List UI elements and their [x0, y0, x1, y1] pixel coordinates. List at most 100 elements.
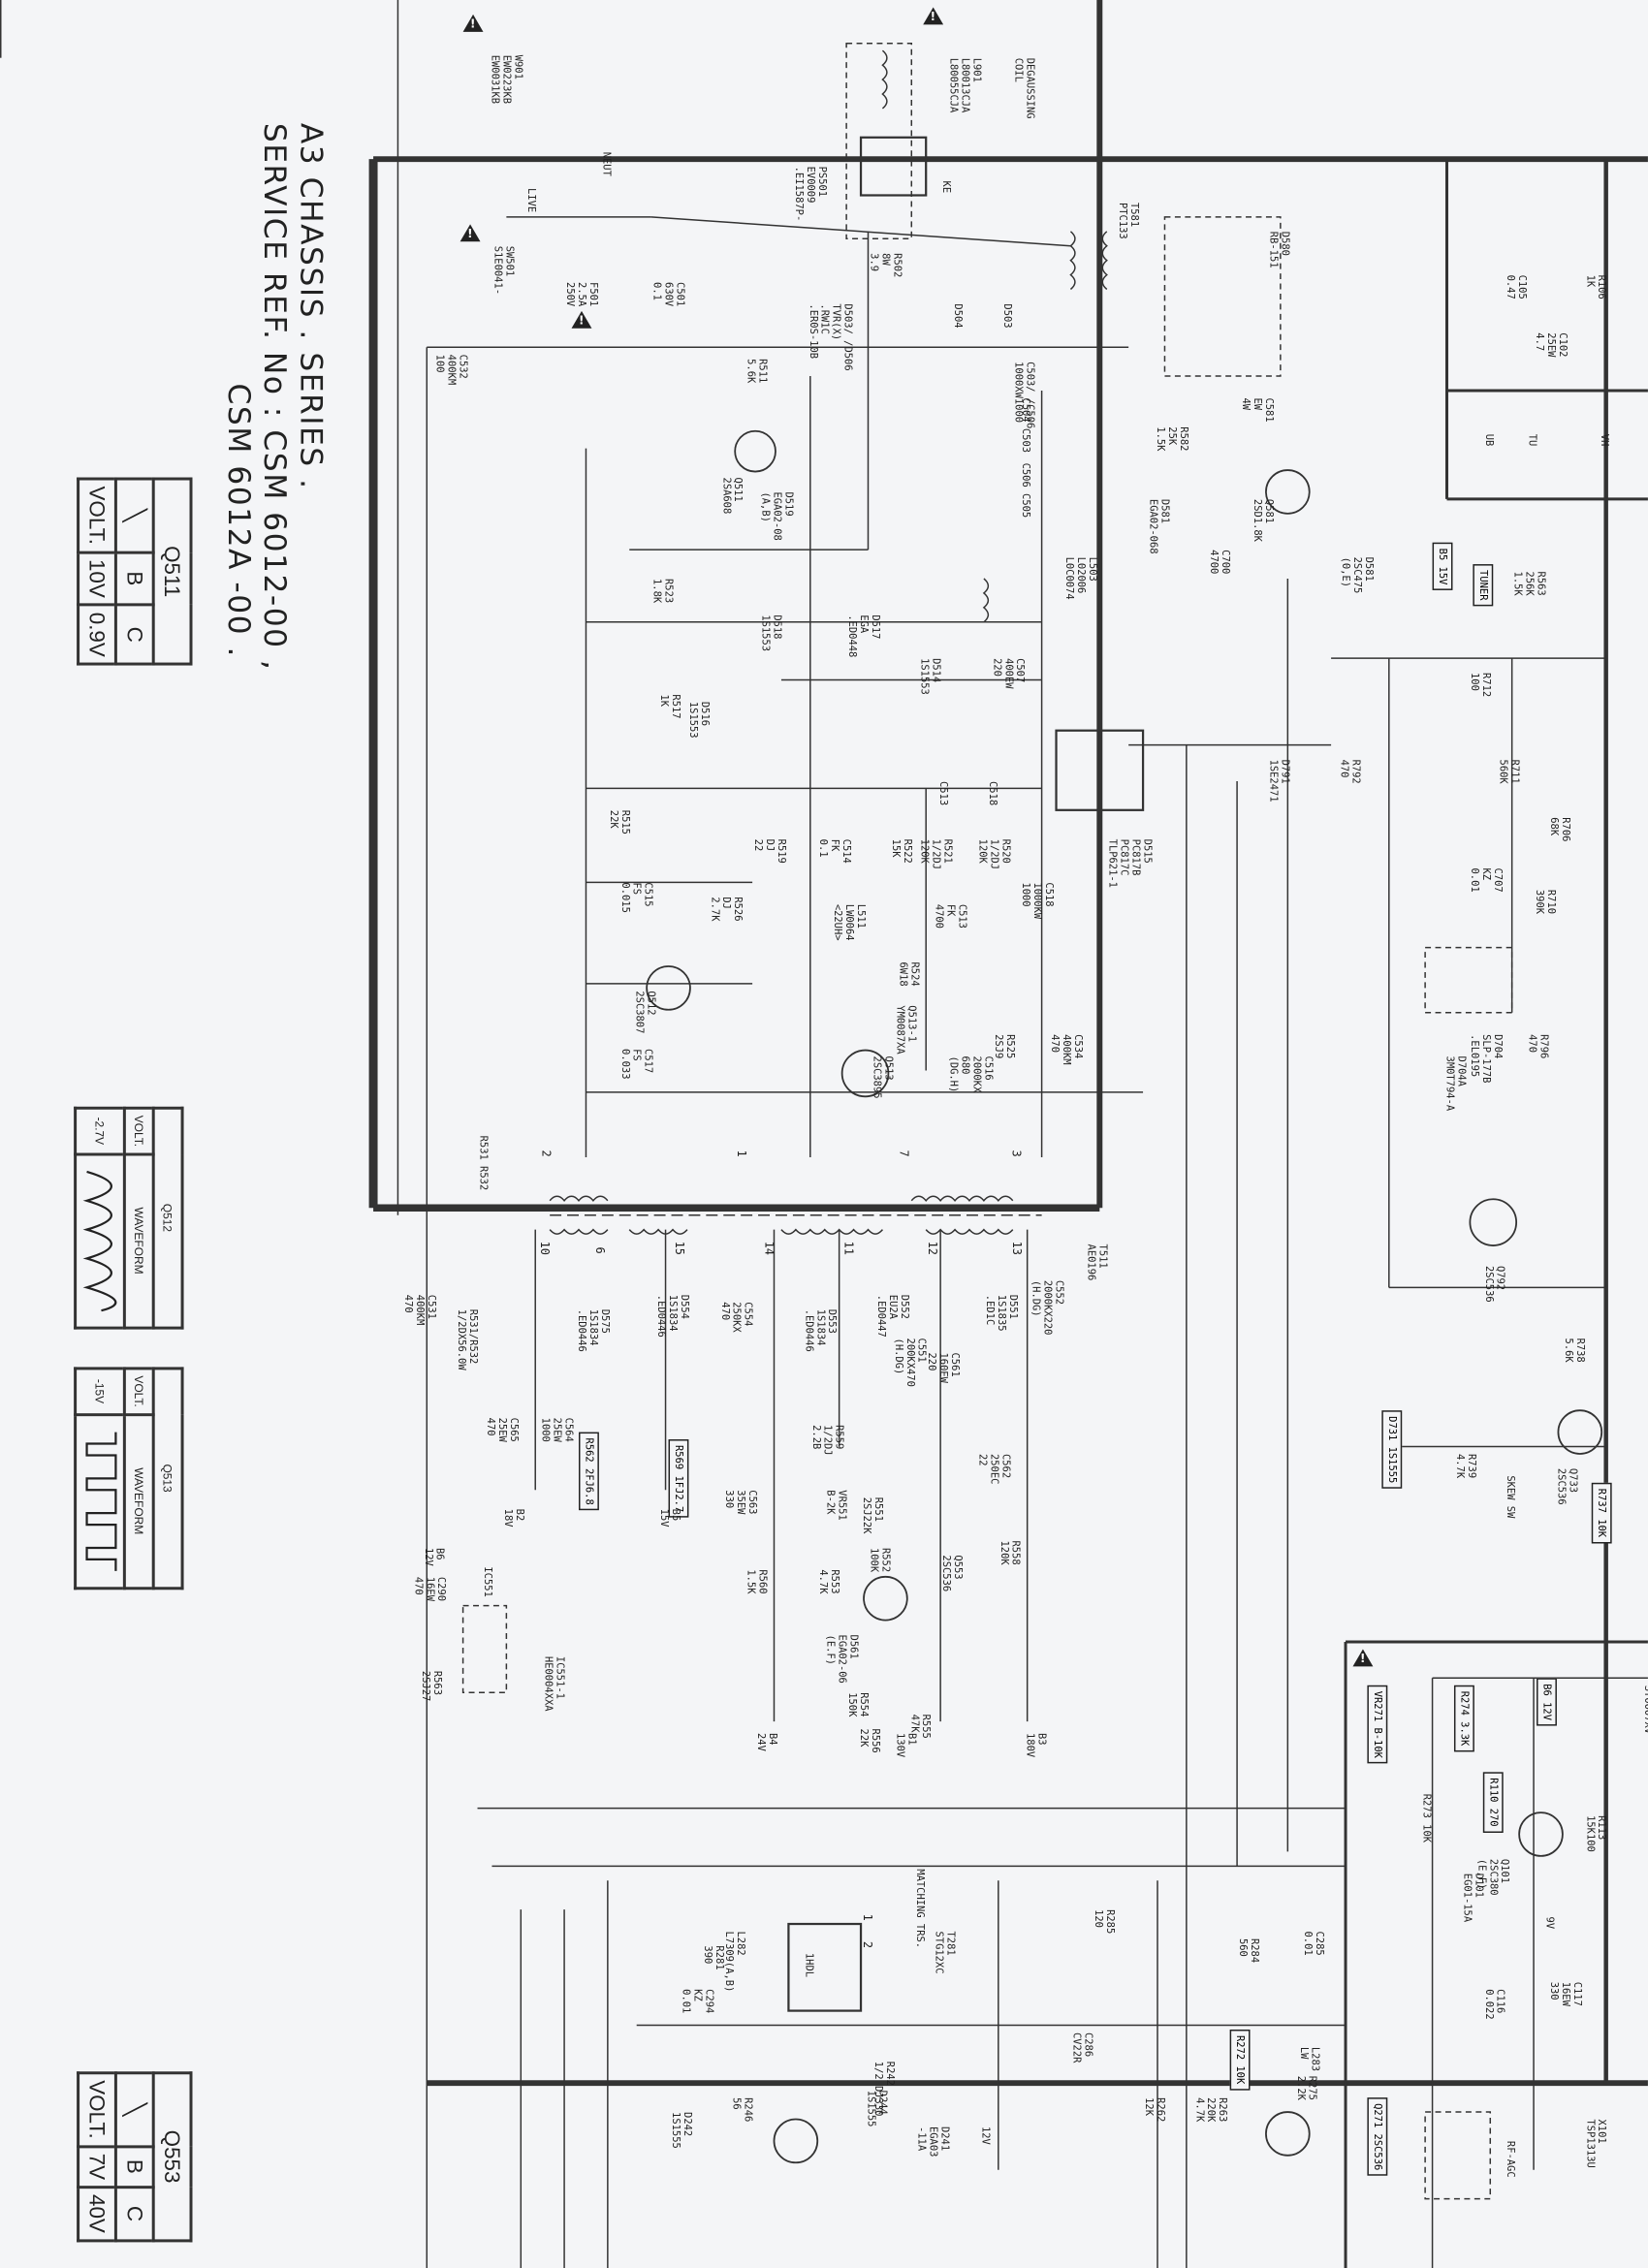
component-label: C564 25EW 1000	[539, 1417, 575, 1442]
pin-number: 14	[762, 1241, 776, 1255]
component-label: D581 EGA02-068	[1147, 498, 1171, 554]
component-label: W901 EW0223KB EW0031KB	[489, 54, 524, 105]
component-label: R796 470	[1526, 1034, 1550, 1059]
pin-number: 6	[592, 1246, 607, 1254]
component-label: B6 12V	[422, 1547, 446, 1566]
component-label: C506 C505	[1020, 462, 1032, 519]
component-label: D515 PC817B PC817C TLP621-1	[1106, 838, 1154, 888]
component-label: Q513 2SC3895	[871, 1055, 895, 1099]
chassis-series-note: A3 CHASSIS . SERIES .	[293, 122, 329, 490]
component-label: C554 250KX 470	[718, 1302, 754, 1333]
component-label: R519 DJ 22	[752, 838, 787, 864]
component-label: D704 SLP-177B .EL0195	[1468, 1034, 1504, 1084]
component-label: R262 12K	[1143, 2097, 1166, 2123]
component-label: C286 CV22R	[1070, 2032, 1094, 2063]
component-label: B2 18V	[501, 1508, 525, 1528]
col-header: VOLT.	[78, 2072, 116, 2147]
warning-triangle-icon: !	[1352, 1649, 1374, 1667]
service-ref-note-2: CSM 6012A -00 .	[221, 383, 257, 658]
component-label: R524 6W18	[897, 961, 921, 987]
component-label: L901 L80013CJA L80055CJA	[947, 57, 983, 113]
component-label: C513	[937, 780, 950, 806]
component-label: R526 DJ 2.7K	[709, 897, 745, 922]
warning-triangle-icon: !	[571, 310, 592, 329]
pin-number: 11	[841, 1241, 856, 1255]
table-title: Q511	[153, 479, 192, 665]
component-label: D504	[952, 303, 965, 329]
component-label: C517 FS 0.033	[618, 1049, 654, 1080]
col-header: VOLT.	[124, 1108, 154, 1154]
component-label: C116 0.022	[1482, 1989, 1506, 2020]
cell-value: 7V	[78, 2146, 116, 2188]
component-label: D514 1S1553	[918, 658, 942, 695]
component-label: C562 250EC 22	[976, 1453, 1012, 1485]
component-label: D551 1S1835 .ED1C	[983, 1294, 1019, 1332]
component-label: B4 24V	[755, 1733, 778, 1751]
component-label: D552 EU2A .ED0447	[874, 1294, 910, 1338]
pin-number: 12	[926, 1241, 939, 1255]
cell-value: 10V	[78, 551, 116, 606]
component-label: R263 220K 4.7K	[1193, 2097, 1229, 2123]
component-label: C531 400KM 470	[401, 1294, 437, 1326]
table-title: Q512	[153, 1108, 183, 1328]
component-label: C518 1000KW 1000	[1020, 882, 1056, 920]
component-label: TU	[1526, 433, 1538, 447]
component-label: R521 1/2DJ 120K	[918, 838, 954, 870]
row-label: C	[115, 2187, 154, 2241]
component-label: R285 120	[1092, 1909, 1116, 1935]
component-label: VR551 B-2K	[824, 1490, 848, 1521]
pin-number: 1	[861, 1913, 874, 1921]
warning-mark: !	[470, 16, 476, 31]
table-corner: ╲	[115, 479, 154, 552]
component-label: R551 2SJ22K	[861, 1496, 884, 1534]
component-label: R712 100	[1468, 673, 1492, 698]
component-label: C532 400KM 100	[433, 354, 469, 386]
component-label: F501 2.5A 250V	[564, 282, 599, 307]
component-label: C503/ /C506 1000XW1000	[1012, 362, 1036, 429]
component-label: C515 FS 0.015	[618, 882, 654, 913]
component-label: SKEW SW	[1505, 1475, 1517, 1519]
component-label: R274 3.3K	[1453, 1685, 1474, 1752]
component-label: R110 270	[1482, 1772, 1504, 1833]
component-label: R710 390K	[1534, 889, 1557, 915]
component-label: C105 0.47	[1505, 274, 1529, 299]
component-label: R706 68K	[1547, 817, 1571, 842]
component-label: LIVE	[524, 188, 537, 213]
component-label: D575 1S1834 .ED0446	[576, 1308, 611, 1352]
component-label: R511 5.6K	[745, 359, 769, 384]
component-label: R502 8W 3.9	[868, 253, 903, 278]
component-label: Q733 2SC536	[1555, 1467, 1579, 1505]
component-label: C516 2000KX 680 (DG.H)	[947, 1055, 995, 1093]
col-header: VOLT.	[124, 1368, 154, 1415]
component-label: Q271 2SC536	[1367, 2097, 1388, 2177]
component-label: C707 KZ 0.01	[1468, 867, 1504, 893]
component-label: Q101 2SC380 (E,F)	[1475, 1858, 1511, 1896]
component-label: D244 1S1555	[865, 2090, 889, 2127]
cell-value: -2.7V	[75, 1108, 125, 1154]
component-label: T101 ST0007XV	[1641, 1685, 1648, 1735]
warning-mark: !	[579, 313, 585, 328]
component-label: C552 2000KX220 (H.DG)	[1030, 1279, 1065, 1336]
component-label: C518	[986, 780, 998, 806]
pin-number: 10	[538, 1241, 552, 1255]
component-label: L511 LW0064 <22UH>	[832, 903, 868, 941]
component-label: PS501 EV0009 .EI1587P-	[792, 166, 828, 222]
component-label: D554 1S1834 .ED0446	[655, 1294, 690, 1338]
col-header: WAVEFORM	[124, 1153, 154, 1328]
component-label: MATCHING TRS.	[914, 1869, 927, 1949]
component-label: R559 1/2DJ 2.2B	[809, 1425, 845, 1456]
component-label: T511 AE0196	[1085, 1244, 1109, 1281]
pin-number: 15	[673, 1241, 686, 1255]
component-label: R558 120K	[998, 1540, 1022, 1565]
component-label: C294 KZ 0.01	[680, 1989, 715, 2014]
component-label: C561 160EW 220	[926, 1352, 962, 1383]
component-label: C504 C503	[1020, 397, 1032, 454]
component-label: R553 4.7K	[817, 1569, 841, 1594]
component-label: IC551	[482, 1566, 493, 1597]
component-label: D581 2SC475 (0,E)	[1340, 556, 1375, 594]
pin-number: 3	[1009, 1150, 1024, 1157]
row-label: C	[115, 605, 154, 665]
